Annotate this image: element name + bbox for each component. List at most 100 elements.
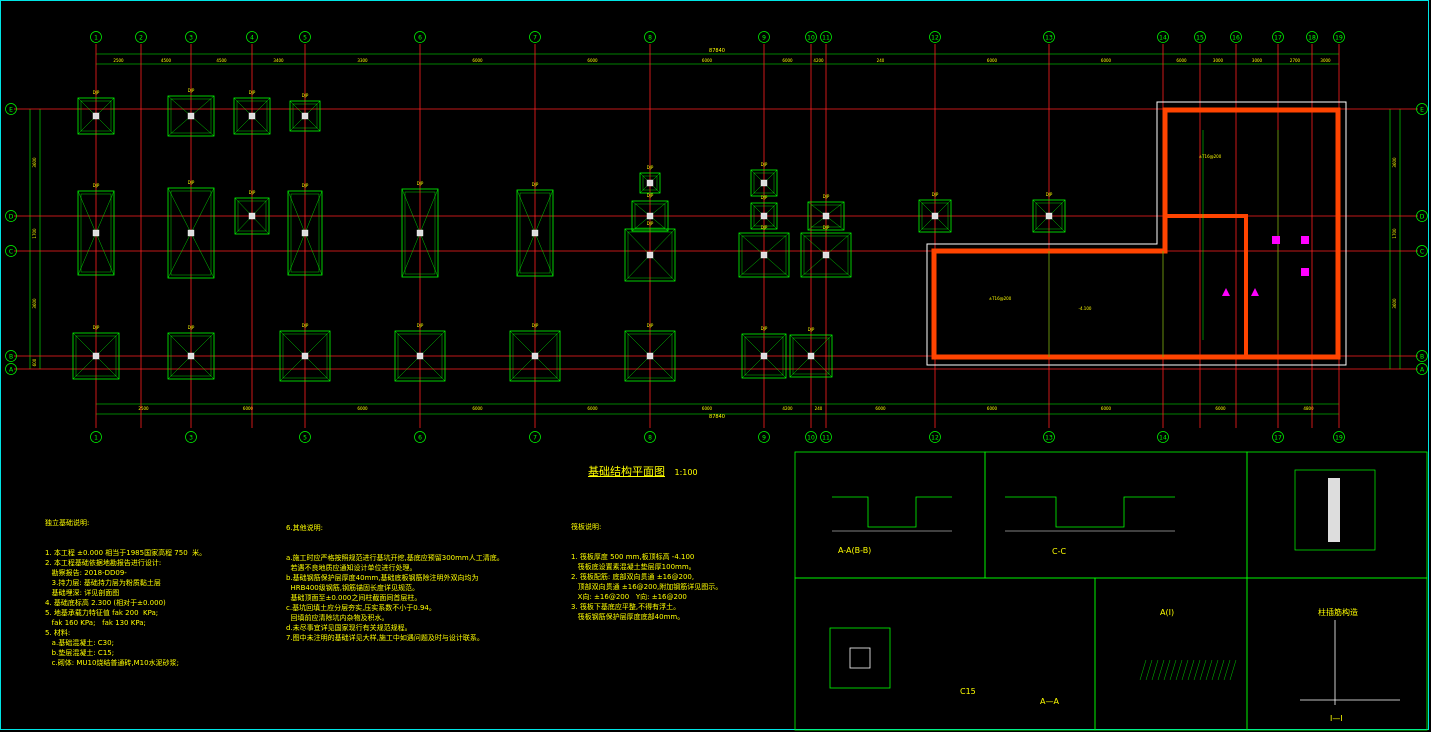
footing: DJP	[807, 194, 845, 231]
footing-step	[170, 335, 212, 377]
soil-hatch	[1181, 659, 1189, 681]
note-line: b.基础钢筋保护层厚度40mm,基础底板钢筋除注明外双向均为	[286, 574, 479, 582]
sump-marker	[1301, 236, 1309, 244]
top-segment-dimension: 6000	[987, 58, 998, 63]
note-line: d.未尽事宜详见国家现行有关规范规程。	[286, 624, 412, 632]
column-stub	[187, 229, 195, 237]
note-line: 7.图中未注明的基础详见大样,施工中如遇问题及时与设计联系。	[286, 634, 484, 642]
bottom-segment-dimension: 6000	[875, 406, 886, 411]
footing-label: DJP	[761, 162, 768, 167]
footing-step	[810, 204, 842, 228]
footing-label: DJP	[188, 180, 195, 185]
axis-label-bottom: 13	[1045, 435, 1053, 442]
note-line: 3.持力层: 基础持力层为粉质黏土层	[45, 579, 161, 587]
top-segment-dimension: 3400	[273, 58, 284, 63]
note-line: 勘察报告: 2018-DD09-	[45, 569, 127, 577]
axis-label-bottom: 9	[762, 435, 766, 442]
footing-label: DJP	[417, 181, 424, 186]
footing-label: DJP	[647, 165, 654, 170]
footing: DJP	[77, 183, 115, 276]
column-stub	[646, 212, 654, 220]
axis-bubble-bottom	[299, 431, 311, 443]
footing-label: DJP	[249, 90, 256, 95]
footing: DJP	[167, 325, 215, 380]
left-segment-dimension: 1700	[32, 228, 37, 239]
footing-outline	[1032, 199, 1066, 233]
top-segment-dimension: 6000	[782, 58, 793, 63]
axis-bubble-top	[185, 31, 197, 43]
bottom-segment-dimension: 240	[815, 406, 823, 411]
note-line: c.砌体: MU10烧结普通砖,M10水泥砂浆;	[45, 659, 179, 667]
axis-bubble-top	[820, 31, 832, 43]
note-line: X向: ±16@200 Y向: ±16@200	[571, 593, 687, 601]
footing: DJP	[789, 327, 833, 378]
axis-bubble-side	[5, 103, 17, 115]
top-segment-dimension: 6000	[1101, 58, 1112, 63]
footing-step	[792, 337, 830, 375]
column-stub	[646, 352, 654, 360]
footing-outline	[624, 228, 676, 282]
axis-bubble-bottom	[929, 431, 941, 443]
axis-bubble-bottom	[1333, 431, 1345, 443]
detail-panels-layer	[794, 451, 1428, 731]
footing-outline	[279, 330, 331, 382]
axis-label-bottom: 6	[418, 435, 422, 442]
top-segment-dimension: 3300	[357, 58, 368, 63]
note-line: b.垫层混凝土: C15;	[45, 649, 115, 657]
footing-step	[627, 231, 673, 279]
axis-bubble-top	[90, 31, 102, 43]
section-outline	[832, 496, 952, 528]
bottom-segment-dimension: 2500	[138, 406, 149, 411]
section-aprime-label: A(I)	[1160, 608, 1175, 617]
soil-hatch	[1151, 659, 1159, 681]
footing-step	[80, 100, 112, 132]
axis-bubble-top	[299, 31, 311, 43]
axis-label-top: 11	[822, 35, 830, 42]
note-line: 5. 地基承载力特征值 fak 200 KPa;	[45, 609, 159, 617]
column-stub	[646, 179, 654, 187]
footing-step	[80, 193, 112, 273]
footing-step	[753, 205, 775, 227]
bottom-segment-dimension: 6000	[987, 406, 998, 411]
column-stub	[760, 352, 768, 360]
footing-outline	[624, 330, 676, 382]
top-segment-dimension: 4500	[216, 58, 227, 63]
footing-label: DJP	[1046, 192, 1053, 197]
footing-outline	[77, 97, 115, 135]
footing-step	[290, 193, 320, 273]
footing-outline	[287, 190, 323, 276]
axis-label-side: D	[9, 214, 14, 221]
note-line: fak 160 KPa; fak 130 KPa;	[45, 619, 146, 627]
note-line: 2. 本工程基础依据地勘报告进行设计:	[45, 559, 162, 567]
footing-outline	[516, 189, 554, 277]
soil-hatch	[1229, 659, 1237, 681]
bottom-segment-dimension: 4200	[782, 406, 793, 411]
axis-label-bottom: 1	[94, 435, 98, 442]
footing: DJP	[287, 183, 323, 276]
footing-outline	[639, 172, 661, 194]
note-line: 3. 筏板下基底应平整,不得有浮土。	[571, 603, 681, 611]
axis-bubble-bottom	[805, 431, 817, 443]
axis-label-top: 13	[1045, 35, 1053, 42]
axis-label-side: E	[1420, 107, 1424, 114]
axis-bubble-side	[5, 210, 17, 222]
top-segment-dimension: 6000	[1176, 58, 1187, 63]
column-stub	[248, 212, 256, 220]
right-segment-dimension: 3600	[1392, 298, 1397, 309]
soil-hatch	[1157, 659, 1165, 681]
soil-hatch	[1205, 659, 1213, 681]
footing-step	[744, 336, 784, 376]
left-segment-dimension: 3600	[32, 157, 37, 168]
raft-slab-edge	[931, 107, 1341, 360]
soil-hatch	[1145, 659, 1153, 681]
note-line: a.基础混凝土: C30;	[45, 639, 114, 647]
column-bar-detail	[1328, 478, 1340, 542]
column-stub	[301, 112, 309, 120]
footing-label: DJP	[249, 190, 256, 195]
axis-label-top: 16	[1232, 35, 1240, 42]
axis-label-top: 3	[189, 35, 193, 42]
notes-right-lines: 1. 筏板厚度 500 mm,板顶标高 -4.100 筏板底设置素混凝土垫层厚1…	[571, 552, 722, 622]
